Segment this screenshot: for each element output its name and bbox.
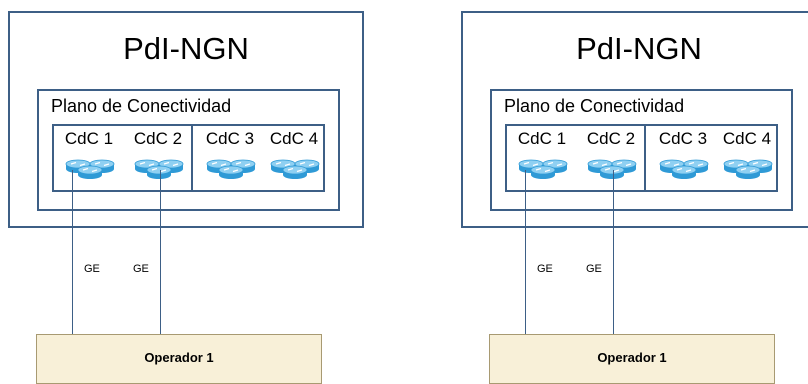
ge-label: GE [537, 263, 553, 275]
cdc-label: CdC 2 [133, 129, 183, 148]
cdc-groups: CdC 1 CdC 2 Cd [52, 124, 325, 192]
ge-label: GE [133, 263, 149, 275]
diagram-panel-1: PdI-NGN Plano de Conectividad CdC 1 CdC … [0, 0, 370, 384]
router-icon [659, 159, 709, 179]
operator-box: Operador 1 [489, 334, 775, 384]
cdc-groups: CdC 1 CdC 2 Cd [505, 124, 778, 192]
cdc-1: CdC 1 [509, 126, 575, 190]
link-line-1 [72, 170, 73, 334]
router-icon [587, 159, 637, 179]
router-icon [518, 159, 568, 179]
pdi-ngn-box: PdI-NGN Plano de Conectividad CdC 1 CdC … [461, 11, 808, 228]
link-line-2 [613, 170, 614, 334]
pdi-ngn-box: PdI-NGN Plano de Conectividad CdC 1 CdC … [8, 11, 364, 228]
cdc-label: CdC 1 [517, 129, 567, 148]
router-icon [270, 159, 320, 179]
cdc-label: CdC 1 [64, 129, 114, 148]
group-divider [644, 125, 646, 191]
connectivity-plane-label: Plano de Conectividad [51, 96, 232, 116]
link-line-1 [525, 170, 526, 334]
cdc-3: CdC 3 [197, 126, 263, 190]
router-icon [206, 159, 256, 179]
cdc-label: CdC 3 [658, 129, 708, 148]
connectivity-plane-box: Plano de Conectividad CdC 1 CdC 2 [490, 89, 793, 211]
operator-label: Operador 1 [597, 350, 667, 365]
cdc-2: CdC 2 [578, 126, 644, 190]
cdc-label: CdC 3 [205, 129, 255, 148]
cdc-4: CdC 4 [714, 126, 780, 190]
pdi-ngn-title: PdI-NGN [123, 31, 249, 66]
ge-label: GE [586, 263, 602, 275]
operator-box: Operador 1 [36, 334, 322, 384]
pdi-ngn-title: PdI-NGN [576, 31, 702, 66]
ge-label: GE [84, 263, 100, 275]
cdc-label: CdC 2 [586, 129, 636, 148]
operator-label: Operador 1 [144, 350, 214, 365]
router-icon [134, 159, 184, 179]
cdc-label: CdC 4 [722, 129, 772, 148]
connectivity-plane-box: Plano de Conectividad CdC 1 CdC 2 [37, 89, 340, 211]
cdc-1: CdC 1 [56, 126, 122, 190]
connectivity-plane-label: Plano de Conectividad [504, 96, 685, 116]
router-icon [723, 159, 773, 179]
link-line-2 [160, 170, 161, 334]
router-icon [65, 159, 115, 179]
cdc-label: CdC 4 [269, 129, 319, 148]
group-divider [191, 125, 193, 191]
cdc-2: CdC 2 [125, 126, 191, 190]
cdc-4: CdC 4 [261, 126, 327, 190]
diagram-panel-2: PdI-NGN Plano de Conectividad CdC 1 CdC … [453, 0, 808, 384]
cdc-3: CdC 3 [650, 126, 716, 190]
